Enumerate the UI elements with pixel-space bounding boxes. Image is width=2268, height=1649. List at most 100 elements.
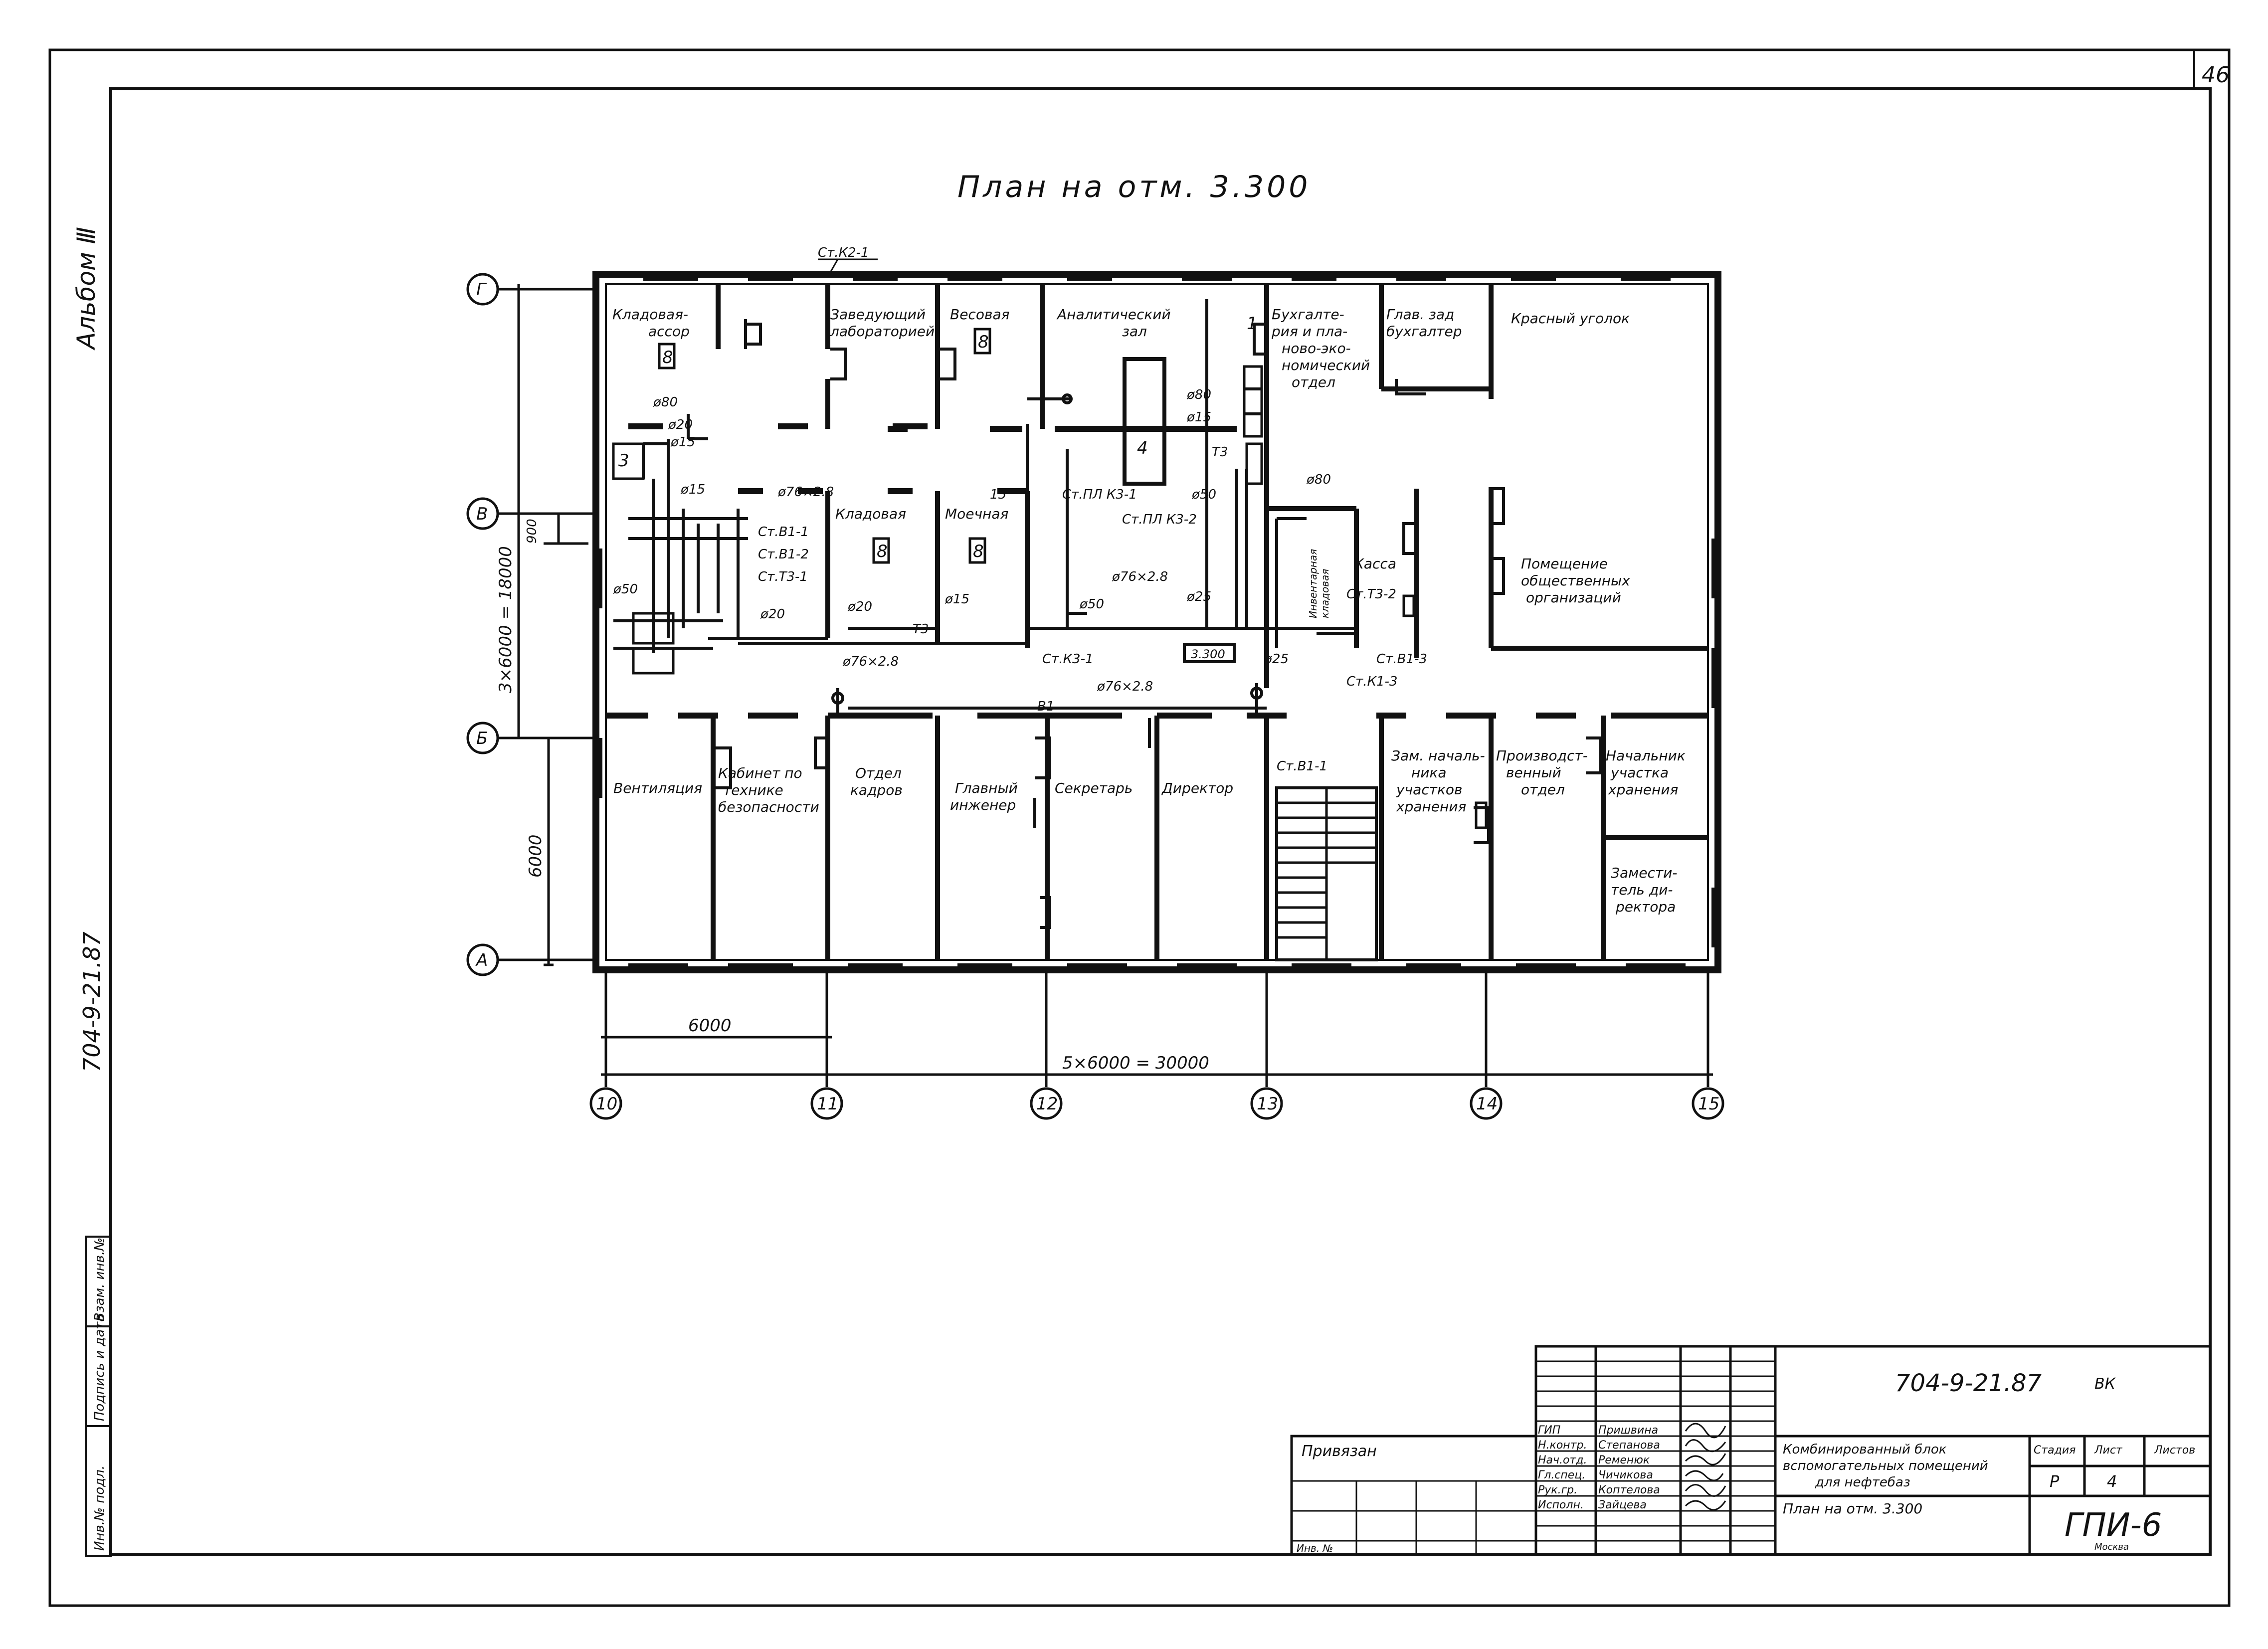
- svg-text:ø25: ø25: [1186, 589, 1211, 604]
- dimension-labels: 3×6000 = 18000 6000 900 6000 5×6000 = 30…: [496, 519, 1209, 1073]
- svg-text:ø80: ø80: [1306, 472, 1331, 487]
- svg-text:Секретарь: Секретарь: [1055, 780, 1133, 796]
- svg-text:Стадия: Стадия: [2034, 1444, 2076, 1457]
- svg-text:Ст.К2-1: Ст.К2-1: [818, 245, 869, 260]
- svg-text:ø15: ø15: [1186, 410, 1211, 425]
- svg-text:Н.контр.: Н.контр.: [1538, 1439, 1587, 1452]
- side-stamp: Инв.№ подл. Подпись и дата Взам. инв.№: [85, 1236, 112, 1557]
- svg-text:ø50: ø50: [613, 582, 638, 597]
- svg-text:Чичикова: Чичикова: [1598, 1469, 1653, 1481]
- svg-text:15: 15: [990, 487, 1006, 502]
- svg-text:ø76×2.8: ø76×2.8: [1097, 679, 1153, 694]
- svg-text:Москва: Москва: [2094, 1542, 2129, 1552]
- svg-text:8: 8: [978, 332, 989, 352]
- svg-text:ø15: ø15: [680, 482, 705, 497]
- signatures: [1685, 1423, 1726, 1511]
- axis-labels: Г В Б А 10 11 12 13 14 15: [475, 280, 1719, 1114]
- svg-text:Б: Б: [476, 729, 488, 748]
- svg-text:Исполн.: Исполн.: [1538, 1499, 1584, 1511]
- pipe-labels: Ст.К2-1 Ст.ПЛ К3-1 Ст.ПЛ К3-2 Ст.В1-2 Ст…: [613, 245, 1427, 774]
- svg-text:Инв. №: Инв. №: [1297, 1542, 1333, 1554]
- svg-text:1: 1: [1247, 314, 1258, 334]
- svg-text:Красный уголок: Красный уголок: [1511, 310, 1630, 327]
- svg-text:5×6000 = 30000: 5×6000 = 30000: [1062, 1053, 1209, 1073]
- svg-text:Кладовая-ассор: Кладовая-ассор: [612, 306, 690, 340]
- svg-text:Лист: Лист: [2094, 1444, 2123, 1457]
- svg-text:Р: Р: [2050, 1472, 2060, 1491]
- svg-text:Ст.В1-3: Ст.В1-3: [1376, 652, 1427, 667]
- svg-text:Замести-тель ди-ректора: Замести-тель ди-ректора: [1611, 865, 1677, 915]
- svg-text:Инвентарнаякладовая: Инвентарнаякладовая: [1307, 549, 1331, 618]
- floor-plan: [592, 271, 1721, 973]
- svg-text:Ст.Т3-1: Ст.Т3-1: [758, 569, 808, 584]
- svg-text:ø25: ø25: [1264, 652, 1289, 667]
- svg-text:Зайцева: Зайцева: [1598, 1499, 1647, 1511]
- svg-text:Весовая: Весовая: [950, 306, 1009, 323]
- svg-text:13: 13: [1257, 1094, 1278, 1114]
- svg-text:900: 900: [525, 519, 540, 544]
- svg-text:6000: 6000: [526, 834, 546, 878]
- svg-text:ø50: ø50: [1191, 487, 1216, 502]
- svg-text:4: 4: [2107, 1472, 2117, 1491]
- svg-text:ГПИ-6: ГПИ-6: [2065, 1507, 2162, 1544]
- svg-text:6000: 6000: [688, 1016, 732, 1036]
- svg-text:Кладовая: Кладовая: [835, 506, 906, 522]
- svg-text:8: 8: [973, 542, 984, 561]
- svg-text:3: 3: [618, 451, 629, 471]
- svg-text:Гл.спец.: Гл.спец.: [1538, 1469, 1585, 1481]
- svg-text:ø20: ø20: [847, 599, 872, 614]
- svg-text:Ст.В1-2: Ст.В1-2: [758, 547, 809, 562]
- svg-text:ø20: ø20: [760, 607, 785, 622]
- outer-frame: [48, 48, 2231, 1607]
- title-block: [1290, 1345, 2212, 1556]
- svg-text:Директор: Директор: [1161, 780, 1233, 796]
- svg-text:Моечная: Моечная: [945, 506, 1008, 522]
- side-code: 704-9-21.87: [78, 931, 105, 1072]
- svg-text:Привязан: Привязан: [1302, 1443, 1377, 1460]
- svg-text:11: 11: [817, 1094, 838, 1114]
- inner-frame: [109, 87, 2212, 1556]
- svg-text:В1: В1: [1037, 699, 1054, 714]
- svg-text:ø15: ø15: [945, 592, 969, 607]
- svg-text:Коптелова: Коптелова: [1598, 1484, 1660, 1496]
- svg-text:3×6000 = 18000: 3×6000 = 18000: [496, 546, 516, 693]
- svg-text:В: В: [476, 504, 488, 524]
- svg-text:Бухгалте-рия и пла-ново-эко-но: Бухгалте-рия и пла-ново-эко-номическийот…: [1271, 306, 1370, 390]
- svg-text:Ременюк: Ременюк: [1598, 1454, 1650, 1466]
- album-label: Альбом Ⅲ: [72, 227, 101, 351]
- svg-text:ø15: ø15: [670, 435, 695, 450]
- axes: [466, 273, 1724, 1120]
- svg-text:Т3: Т3: [1212, 445, 1228, 460]
- svg-text:Касса: Касса: [1354, 555, 1396, 572]
- svg-text:10: 10: [596, 1094, 617, 1114]
- svg-text:Ст.К3-1: Ст.К3-1: [1042, 652, 1094, 667]
- svg-text:14: 14: [1476, 1094, 1498, 1114]
- svg-text:15: 15: [1698, 1094, 1719, 1114]
- svg-text:Ст.В1-1: Ст.В1-1: [758, 525, 809, 540]
- svg-text:4: 4: [1137, 438, 1148, 458]
- svg-text:ВК: ВК: [2094, 1375, 2116, 1393]
- svg-text:ø76×2.8: ø76×2.8: [777, 485, 834, 500]
- drawing-title: План на отм. 3.300: [957, 170, 1311, 204]
- svg-text:ø20: ø20: [668, 417, 693, 432]
- svg-text:ø76×2.8: ø76×2.8: [842, 654, 899, 669]
- svg-text:ø80: ø80: [653, 395, 678, 410]
- svg-text:ГИП: ГИП: [1538, 1424, 1560, 1437]
- svg-text:Г: Г: [476, 280, 487, 300]
- svg-text:8: 8: [662, 348, 673, 367]
- svg-text:ø50: ø50: [1079, 597, 1104, 612]
- svg-text:Ст.В1-1: Ст.В1-1: [1277, 759, 1327, 774]
- svg-text:Пришвина: Пришвина: [1598, 1424, 1658, 1437]
- svg-text:Подпись и дата: Подпись и дата: [92, 1314, 107, 1421]
- sheet-number: 46: [2202, 62, 2230, 88]
